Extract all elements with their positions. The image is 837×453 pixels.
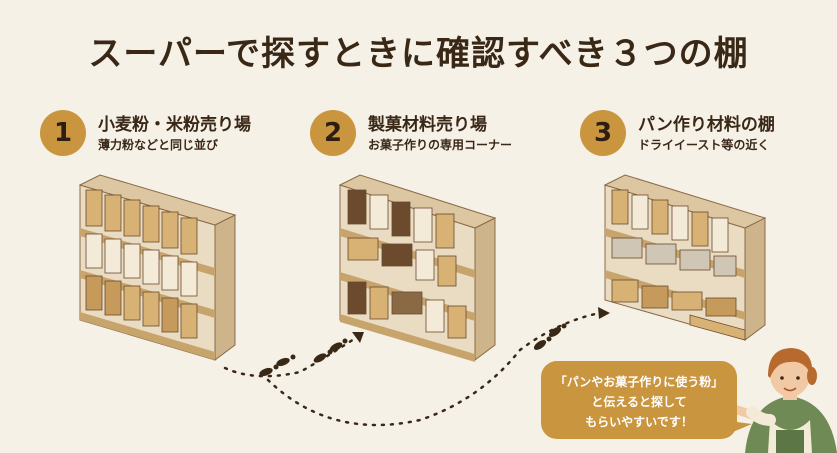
step-number-2: 2 xyxy=(310,110,356,156)
arrow-head-2 xyxy=(598,307,610,319)
step-number-3: 3 xyxy=(580,110,626,156)
bubble-line-3: もらいやすいです！ xyxy=(585,415,693,429)
footprints-icon xyxy=(259,323,567,377)
step-title-3: パン作り材料の棚 xyxy=(638,115,775,135)
staff-person-icon xyxy=(725,348,837,453)
shelf-2-illustration xyxy=(338,174,497,362)
page-title: スーパーで探すときに確認すべき３つの棚 xyxy=(88,34,749,74)
speech-bubble: 「パンやお菓子作りに使う粉」 と伝えると探して もらいやすいです！ xyxy=(541,361,737,439)
step-subtitle-1: 薄力粉などと同じ並び xyxy=(98,138,219,152)
dotted-path-1 xyxy=(223,333,362,378)
step-subtitle-3: ドライイースト等の近く xyxy=(638,138,770,152)
arrow-head-1 xyxy=(352,332,364,343)
step-subtitle-2: お菓子作りの専用コーナー xyxy=(368,138,513,152)
step-title-1: 小麦粉・米粉売り場 xyxy=(98,115,251,135)
shelf-3-illustration xyxy=(603,174,767,341)
bubble-line-1: 「パンやお菓子作りに使う粉」 xyxy=(554,375,724,389)
shelf-1-illustration xyxy=(78,174,237,361)
step-title-2: 製菓材料売り場 xyxy=(368,115,487,135)
bubble-line-2: と伝えると探して xyxy=(591,395,687,409)
step-number-1: 1 xyxy=(40,110,86,156)
